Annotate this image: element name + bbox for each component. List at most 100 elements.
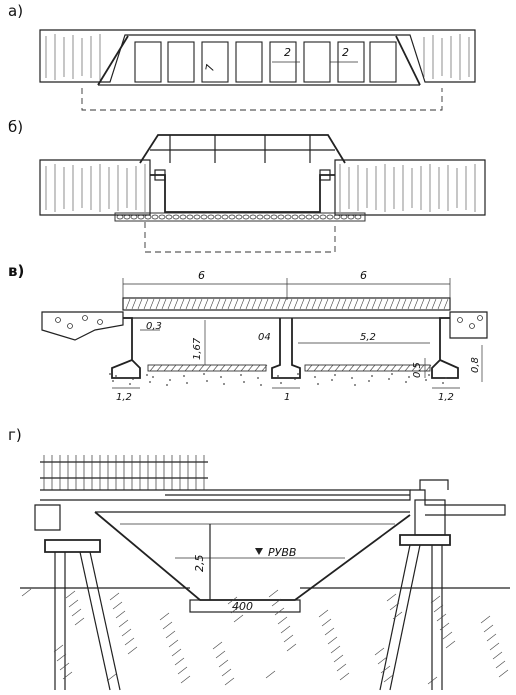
panel-v-bed-hatch: [226, 364, 233, 372]
panel-v-stone: [477, 315, 483, 321]
panel-v-soil-dot: [354, 384, 356, 386]
panel-v-soil-dot: [442, 382, 444, 384]
panel-v-deck-hatch: [161, 298, 167, 310]
panel-v-deck-hatch: [263, 298, 269, 310]
panel-b-riprap-stones: [116, 214, 362, 220]
panel-v-bed-hatch: [198, 364, 205, 372]
panel-g-soil-stroke: [115, 610, 126, 619]
panel-v-bed-hatch: [219, 364, 226, 372]
panel-v: в) 6 6 0,3 1,67 04 5,2 0,5 0: [8, 262, 488, 403]
panel-v-right-approach: [449, 311, 488, 339]
panel-b-stone: [291, 214, 299, 220]
panel-v-soil-dot: [186, 382, 188, 384]
panel-b-riprap: [114, 212, 366, 222]
panel-v-deck-hatch: [239, 298, 245, 310]
panel-b-stone: [340, 214, 348, 220]
panel-v-stone: [55, 317, 61, 323]
panel-g-soil-stroke: [233, 614, 244, 623]
panel-v-dim-12-right: 1,2: [438, 392, 454, 403]
panel-a-bay: [235, 41, 263, 83]
panel-v-bed-hatch: [376, 364, 383, 372]
panel-v-deck-hatch: [389, 298, 395, 310]
panel-g-soil-stroke: [56, 653, 67, 662]
panel-v-bed-hatch: [313, 364, 320, 372]
panel-g-soil-stroke: [265, 670, 276, 679]
panel-v-dim-05: 0,5: [412, 362, 423, 378]
panel-v-deck-hatch: [395, 298, 401, 310]
panel-g-left-pile-3: [79, 551, 111, 691]
panel-g-depth-label: 2,5: [193, 555, 206, 573]
panel-v-middle-pier: [271, 318, 301, 379]
panel-g-soil-stroke: [127, 646, 138, 655]
panel-v-deck-hatch: [191, 298, 197, 310]
panel-g-soil-stroke: [333, 654, 344, 663]
panel-v-bed-hatch: [156, 364, 163, 372]
panel-b-stone: [263, 214, 271, 220]
panel-v-soil-dot: [391, 373, 393, 375]
panel-v-deck-hatch: [149, 298, 155, 310]
panel-v-deck-hatch: [251, 298, 257, 310]
panel-a-dim-1: 2: [284, 46, 291, 59]
panel-g-soil-stroke: [74, 617, 85, 626]
panel-g-soil-stroke: [280, 625, 291, 634]
panel-v-deck-hatch: [137, 298, 143, 310]
panel-v-bed-hatch: [212, 364, 219, 372]
panel-g-soil-stroke: [212, 641, 223, 650]
panel-v-bed-hatch: [177, 364, 184, 372]
panel-v-left-abutment: [111, 317, 141, 379]
panel-g-soil-stroke: [377, 656, 388, 665]
panel-v-bed-hatch: [404, 364, 411, 372]
panel-b-stone: [326, 214, 334, 220]
panel-v-soil-dot: [280, 382, 282, 384]
panel-g-soil-stroke: [380, 665, 391, 674]
panel-g-soil-stroke: [433, 604, 444, 613]
panel-v-deck-hatch: [197, 298, 203, 310]
panel-g-railing-posts: [43, 455, 205, 490]
panel-v-right-abutment: [431, 317, 459, 379]
panel-g-soil-stroke: [180, 675, 191, 684]
panel-a-right-slope: [395, 35, 421, 86]
panel-a-dim-2: 2: [342, 46, 349, 59]
panel-g-soil-stroke: [65, 590, 76, 599]
panel-v-soil-dot: [146, 374, 148, 376]
panel-v-soil-dot: [331, 379, 333, 381]
panel-v-deck-hatch: [287, 298, 293, 310]
panel-b-ground-hatching: [45, 164, 476, 212]
panel-g: г) РУВВ 2,5 400: [8, 426, 510, 691]
panel-a-bay: [167, 41, 195, 83]
panel-v-bed-hatch: [355, 364, 362, 372]
panel-g-soil-stroke: [286, 643, 297, 652]
panel-v-deck-hatch: [281, 298, 287, 310]
panel-v-bed-hatch: [397, 364, 404, 372]
panel-v-bed-hatch: [362, 364, 369, 372]
panel-g-soil-stroke: [427, 676, 438, 685]
panel-g-soil-stroke: [483, 624, 494, 633]
panel-g-right-pile-2: [389, 544, 421, 691]
panel-b-stone: [312, 214, 320, 220]
panel-b-label: б): [8, 118, 23, 136]
panel-v-deck-hatch: [131, 298, 137, 310]
panel-g-bottom-width: 400: [232, 600, 253, 613]
panel-v-soil-dot: [129, 383, 131, 385]
panel-g-bottom-slab: [189, 599, 301, 613]
panel-v-bed-hatch: [163, 364, 170, 372]
panel-v-bed-left: [147, 364, 267, 372]
panel-g-water-level-marker: [255, 548, 263, 555]
panel-b-stone: [319, 214, 327, 220]
panel-v-deck-hatch: [341, 298, 347, 310]
panel-v-bed-hatch: [418, 364, 425, 372]
panel-v-deck-hatch: [293, 298, 299, 310]
panel-v-soil-dot: [169, 379, 171, 381]
panel-b-stone: [305, 214, 313, 220]
panel-g-soil-stroke: [268, 589, 279, 598]
panel-g-soil-stroke: [495, 660, 506, 669]
panel-v-bed-hatch: [205, 364, 212, 372]
panel-g-soil-stroke: [336, 663, 347, 672]
panel-v-deck-hatch: [245, 298, 251, 310]
panel-b-stone: [333, 214, 341, 220]
panel-a-dim-3: 7: [203, 63, 217, 72]
panel-a-embankment: [39, 29, 476, 83]
panel-v-soil-dot: [206, 380, 208, 382]
panel-b-stone: [270, 214, 278, 220]
